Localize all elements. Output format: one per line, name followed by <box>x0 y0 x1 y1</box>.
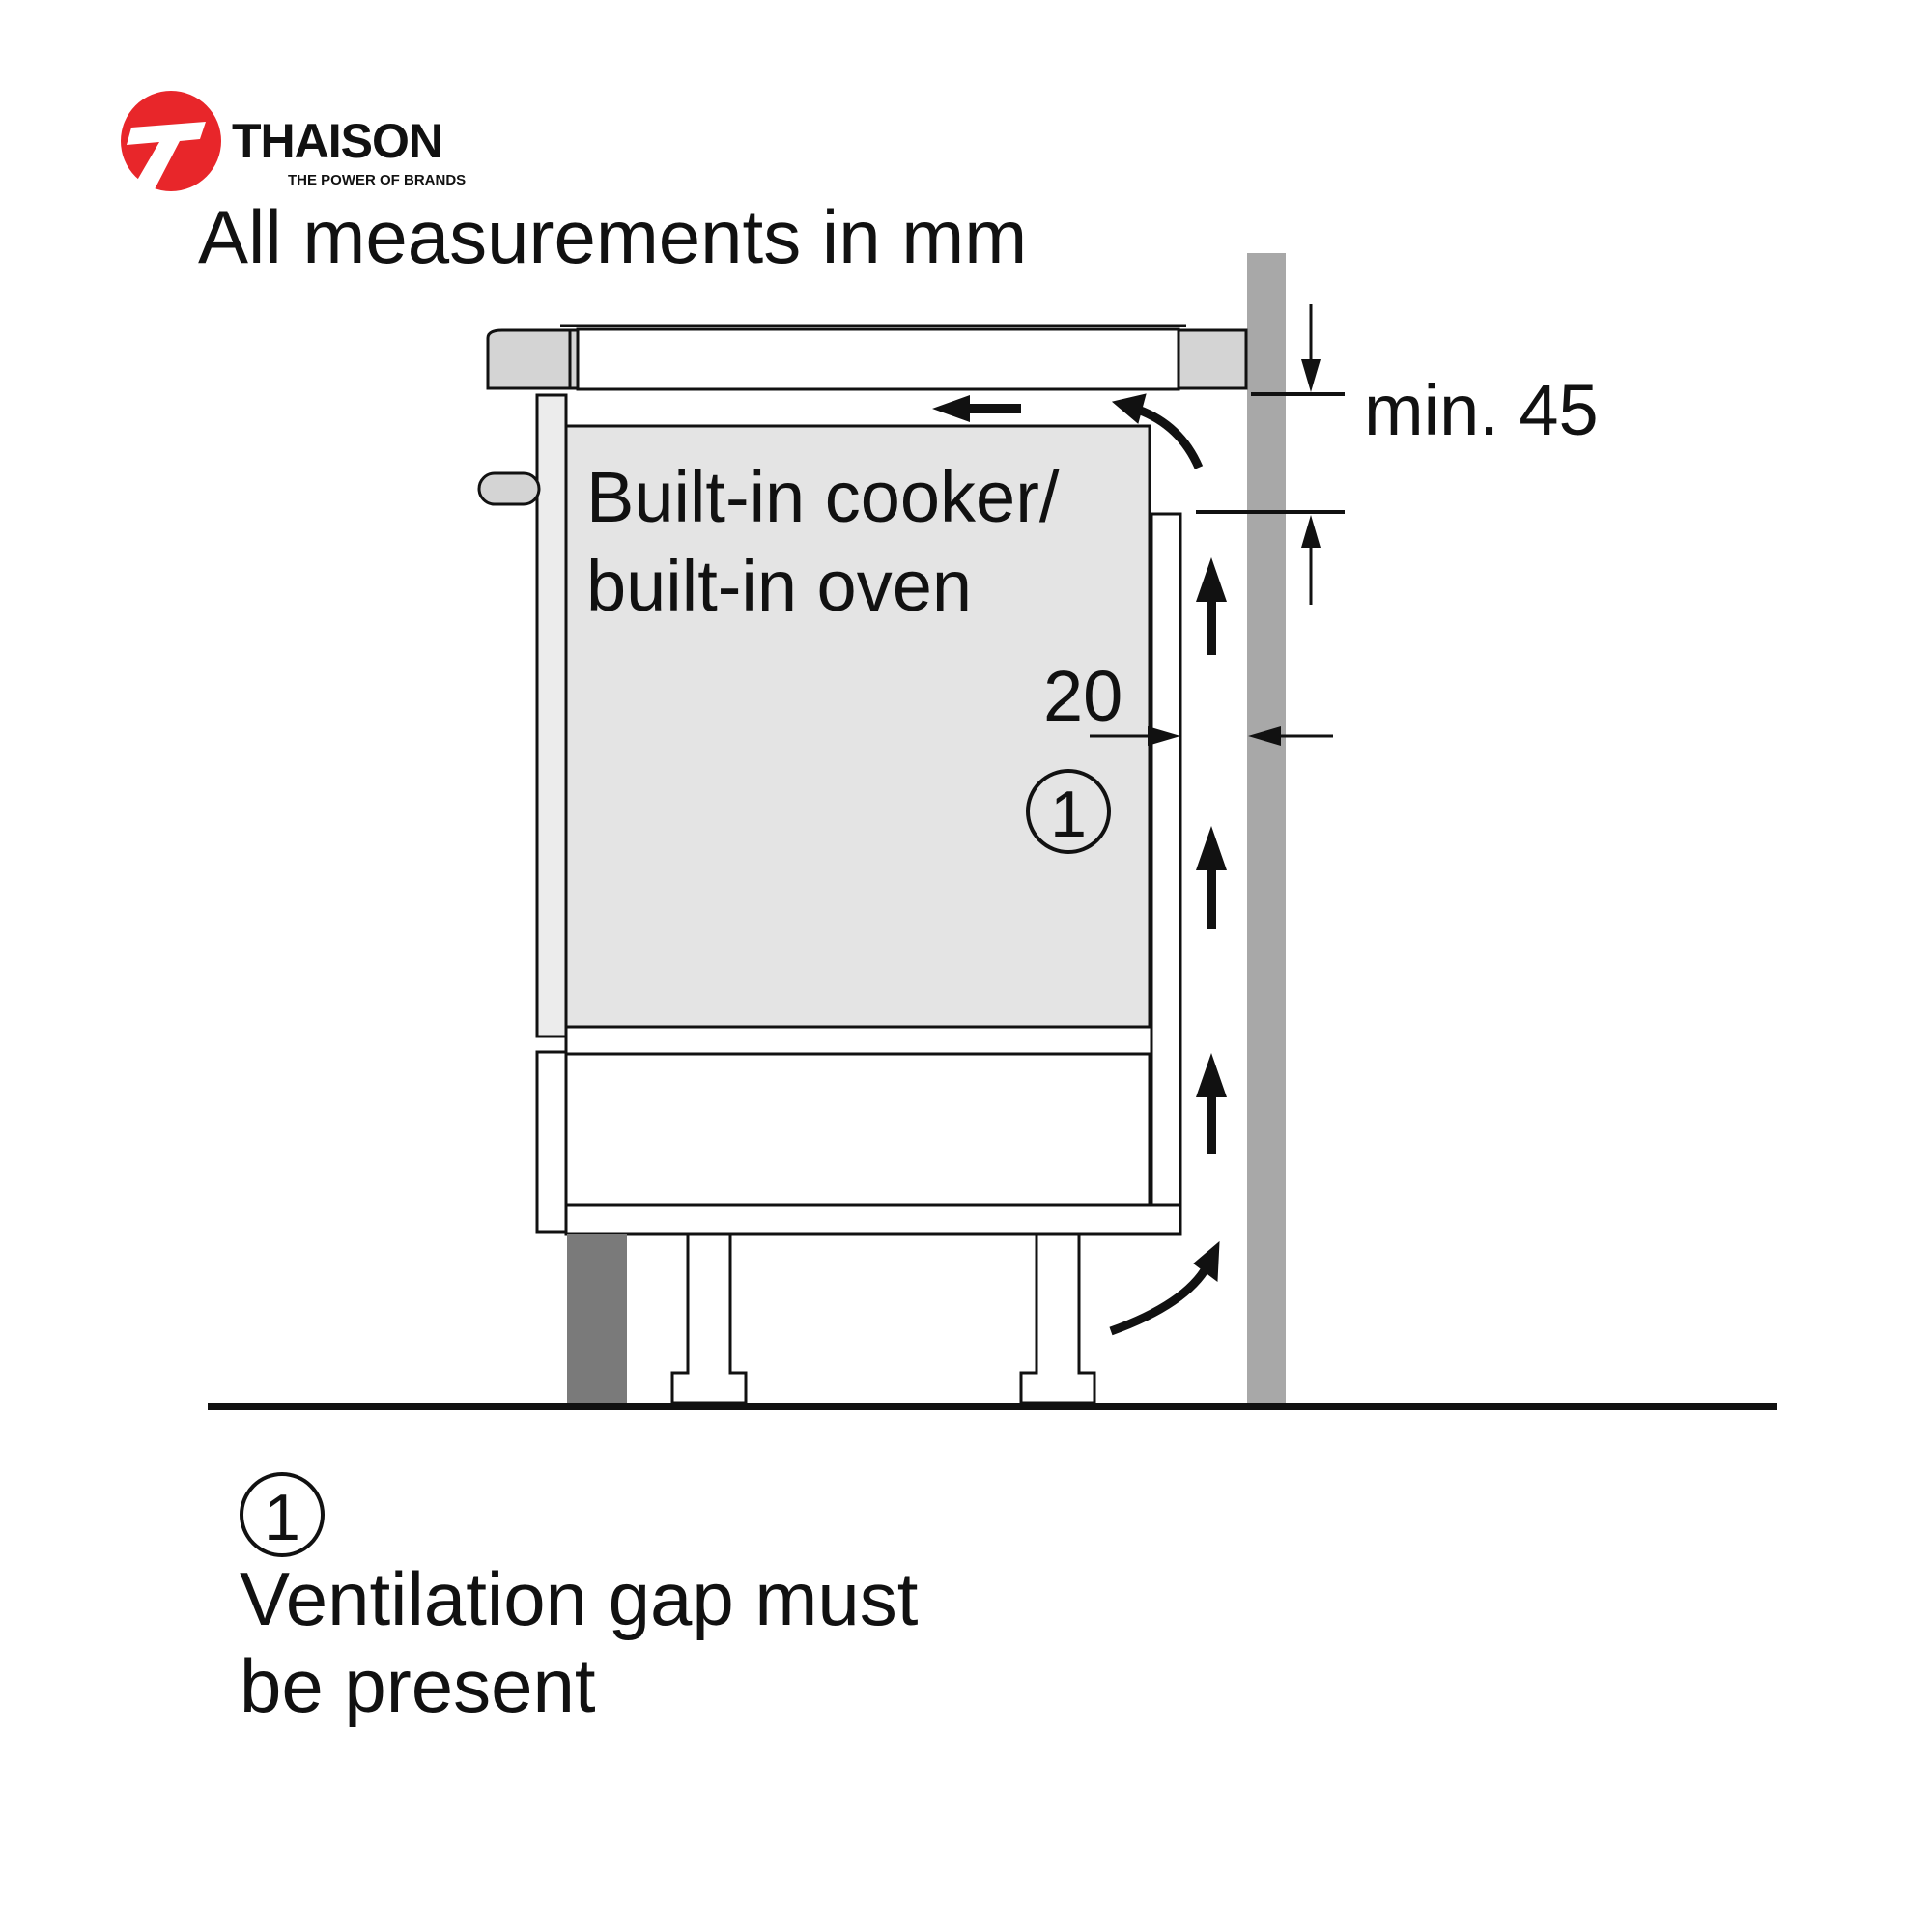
legend-marker: 1 <box>240 1472 325 1557</box>
brand-tagline: THE POWER OF BRANDS <box>288 172 466 188</box>
thaison-logo: THAISON THE POWER OF BRANDS <box>121 91 466 191</box>
oven-front-panel <box>535 393 568 1038</box>
airflow-arrows <box>932 393 1227 1336</box>
legend-line2: be present <box>240 1643 596 1728</box>
units-note: All measurements in mm <box>198 194 1027 279</box>
appliance-label-line1: Built-in cooker/ <box>586 457 1060 537</box>
airflow-curve-intake-head <box>1193 1240 1220 1282</box>
worktop <box>486 324 1248 391</box>
oven-knob-icon <box>477 471 541 506</box>
gap-dimension-value: 20 <box>1043 656 1122 736</box>
top-clearance-value: min. 45 <box>1364 370 1599 450</box>
airflow-left-arrow <box>932 395 1021 422</box>
airflow-curve-top-head <box>1111 393 1147 424</box>
airflow-curve-top-arrow <box>1136 405 1204 469</box>
airflow-curve-intake-arrow <box>1109 1263 1211 1336</box>
airflow-up-arrow <box>1196 1053 1227 1154</box>
airflow-up-arrow <box>1196 557 1227 655</box>
airflow-up-arrow <box>1196 826 1227 929</box>
legend: 1 Ventilation gap must be present <box>240 1472 919 1728</box>
drawer-front-panel <box>535 1050 568 1234</box>
ventilation-gap-marker: 1 <box>1026 769 1111 854</box>
oven-body <box>564 424 1151 1029</box>
svg-text:1: 1 <box>264 1481 300 1554</box>
plinth <box>567 1234 627 1403</box>
brand-name: THAISON <box>232 114 442 168</box>
top-clearance-dimension: min. 45 <box>1196 304 1599 605</box>
oven-bottom-rail <box>564 1025 1153 1056</box>
drawer-box <box>564 1052 1151 1207</box>
cabinet-foot-left <box>670 1232 748 1405</box>
cabinet-foot-right <box>1019 1232 1096 1405</box>
svg-text:1: 1 <box>1050 778 1087 851</box>
appliance-label-line2: built-in oven <box>586 546 972 626</box>
gap-dimension: 20 <box>1043 656 1333 746</box>
thaison-7-mark-icon <box>121 91 221 191</box>
cabinet-side-panel <box>1150 512 1182 1207</box>
side-wall <box>1247 253 1286 1410</box>
cabinet-base-shelf <box>564 1203 1182 1236</box>
floor-line <box>208 1403 1777 1410</box>
legend-line1: Ventilation gap must <box>240 1556 919 1641</box>
